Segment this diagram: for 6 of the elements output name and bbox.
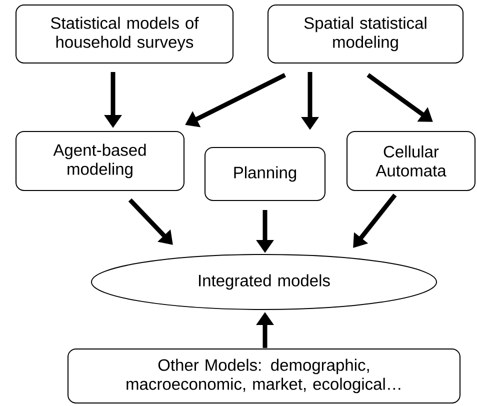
process-box: Planning xyxy=(204,147,326,201)
process-box: Spatial statistical modeling xyxy=(268,4,464,64)
process-box: Cellular Automata xyxy=(346,131,476,191)
process-box: Agent-based modeling xyxy=(16,131,184,191)
process-box: Statistical models of household surveys xyxy=(16,4,234,64)
process-box: Other Models: demographic, macroeconomic, market, ecological… xyxy=(68,348,460,404)
